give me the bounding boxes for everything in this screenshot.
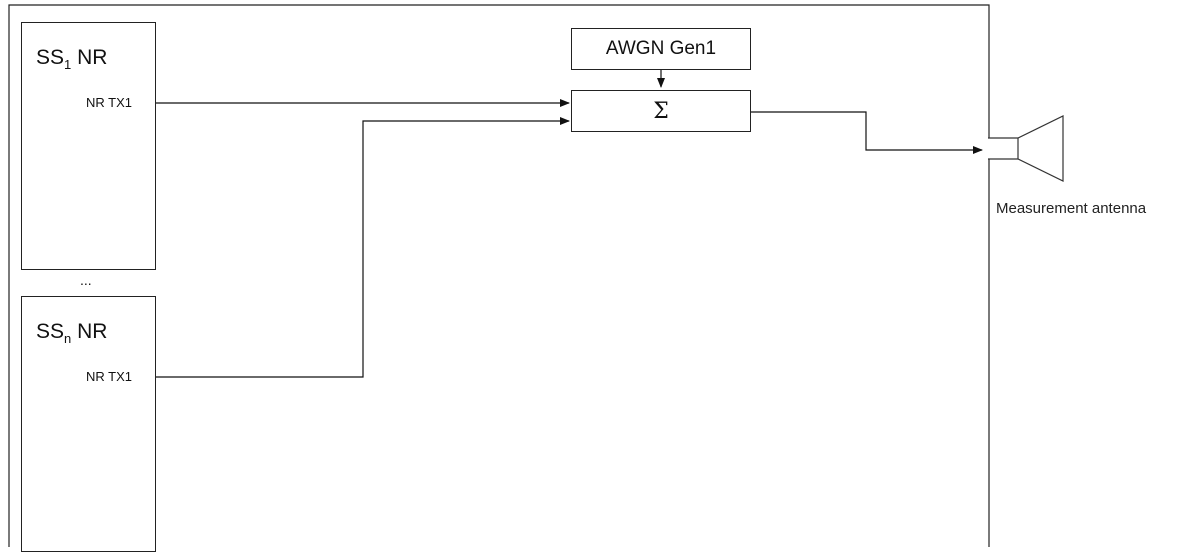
- ssn-port-label: NR TX1: [86, 369, 132, 384]
- ssn-title: SSn NR: [36, 320, 108, 347]
- summer-block: Σ: [571, 90, 751, 132]
- wire-sum-to-antenna: [751, 111, 983, 154]
- outer-frame: [8, 4, 990, 547]
- ss1-port-label: NR TX1: [86, 95, 132, 110]
- awgn-generator-block: AWGN Gen1: [571, 28, 751, 70]
- ssn-block: SSn NR NR TX1: [21, 296, 156, 552]
- ellipsis: ...: [80, 272, 92, 288]
- ss1-title: SS1 NR: [36, 46, 108, 73]
- wire-ssn-to-sum: [155, 117, 570, 378]
- ss1-block: SS1 NR NR TX1: [21, 22, 156, 270]
- antenna-icon: [988, 115, 1064, 182]
- awgn-label: AWGN Gen1: [605, 38, 717, 59]
- antenna-label: Measurement antenna: [996, 200, 1147, 217]
- sum-symbol: Σ: [653, 98, 669, 124]
